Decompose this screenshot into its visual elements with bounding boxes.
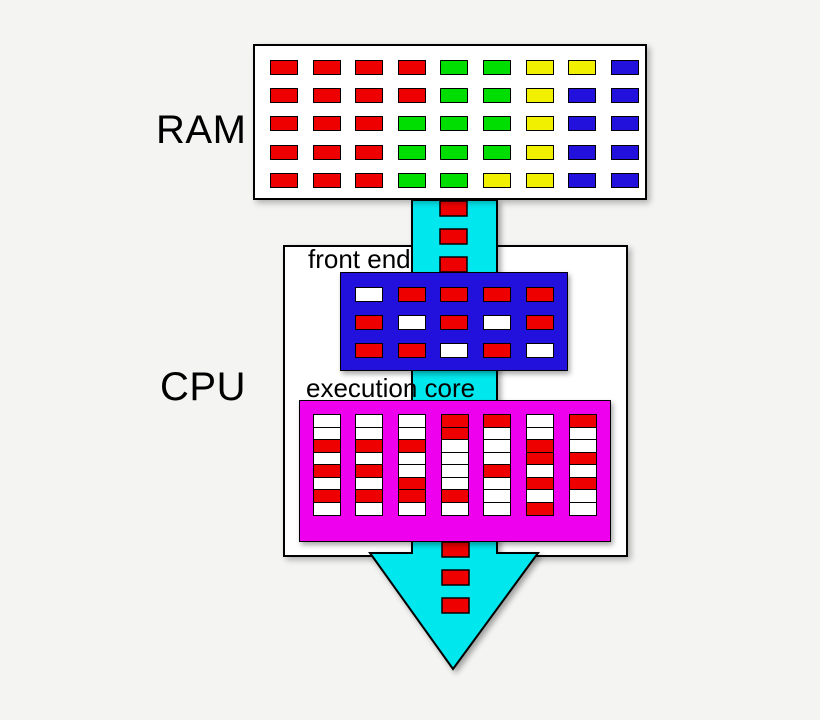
front-end-box [340, 272, 568, 371]
ram-cell [270, 60, 298, 75]
execution-core-column [483, 414, 512, 516]
ram-memory-grid [270, 60, 639, 188]
ram-cell [568, 116, 597, 132]
front-end-label: front end [308, 244, 411, 274]
front-end-cell [525, 315, 554, 330]
ram-cell [397, 144, 426, 160]
front-end-cell [397, 343, 426, 358]
ram-cell [355, 144, 384, 160]
execution-core-cell [398, 501, 427, 516]
cpu-label: CPU [160, 365, 246, 409]
ram-cell [482, 60, 511, 75]
ram-cell [312, 88, 341, 104]
front-end-cell [355, 343, 383, 358]
front-end-cell [483, 287, 512, 302]
execution-core-column [355, 414, 384, 516]
ram-cell [397, 88, 426, 104]
execution-core-cell [312, 501, 341, 516]
ram-cell [440, 172, 469, 188]
execution-core-column [398, 414, 427, 516]
execution-core-column [526, 414, 555, 516]
ram-cell [397, 60, 426, 75]
ram-cell [610, 116, 639, 132]
ram-cell [270, 144, 298, 160]
execution-core-column [312, 414, 341, 516]
ram-cell [397, 116, 426, 132]
execution-core-cell [526, 501, 555, 516]
ram-cell [270, 88, 298, 104]
ram-cell [610, 172, 639, 188]
ram-cell [270, 116, 298, 132]
execution-core-cell [355, 501, 384, 516]
ram-cell [482, 88, 511, 104]
ram-cell [355, 88, 384, 104]
execution-core-columns [312, 414, 597, 516]
front-end-cell [440, 343, 469, 358]
ram-box [253, 44, 647, 200]
ram-cell [312, 116, 341, 132]
ram-cell [568, 88, 597, 104]
front-end-grid [355, 287, 554, 358]
ram-cell [568, 60, 597, 75]
ram-cell [270, 172, 298, 188]
front-end-cell [397, 315, 426, 330]
flow-token [439, 200, 468, 217]
ram-cell [525, 144, 554, 160]
front-end-cell [440, 287, 469, 302]
ram-cell [397, 172, 426, 188]
ram-cell [312, 172, 341, 188]
flow-token [439, 256, 468, 273]
ram-cell [610, 88, 639, 104]
ram-cell [525, 88, 554, 104]
execution-core-column [440, 414, 469, 516]
front-end-cell [483, 343, 512, 358]
flow-token [441, 541, 470, 558]
ram-cell [610, 60, 639, 75]
ram-cell [355, 172, 384, 188]
execution-core-column [568, 414, 597, 516]
front-end-cell [525, 287, 554, 302]
front-end-cell [483, 315, 512, 330]
flow-token [441, 569, 470, 586]
front-end-cell [355, 287, 383, 302]
flow-token [441, 597, 470, 614]
ram-cell [568, 172, 597, 188]
ram-cell [440, 116, 469, 132]
flow-tokens [439, 200, 470, 614]
ram-cell [312, 144, 341, 160]
front-end-cell [397, 287, 426, 302]
ram-cell [525, 60, 554, 75]
execution-core-cell [568, 501, 597, 516]
ram-cell [610, 144, 639, 160]
ram-cell [355, 60, 384, 75]
execution-core-cell [483, 501, 512, 516]
ram-cell [312, 60, 341, 75]
front-end-cell [525, 343, 554, 358]
ram-cell [568, 144, 597, 160]
execution-core-box [299, 400, 611, 542]
ram-cell [525, 172, 554, 188]
ram-cell [525, 116, 554, 132]
execution-core-cell [440, 501, 469, 516]
ram-cell [482, 144, 511, 160]
front-end-cell [440, 315, 469, 330]
ram-cell [440, 144, 469, 160]
execution-core-label: execution core [306, 373, 476, 403]
ram-label: RAM [156, 108, 247, 152]
ram-cell [355, 116, 384, 132]
ram-cell [482, 116, 511, 132]
ram-cell [482, 172, 511, 188]
front-end-cell [355, 315, 383, 330]
flow-token [439, 228, 468, 245]
ram-cell [440, 88, 469, 104]
ram-cell [440, 60, 469, 75]
